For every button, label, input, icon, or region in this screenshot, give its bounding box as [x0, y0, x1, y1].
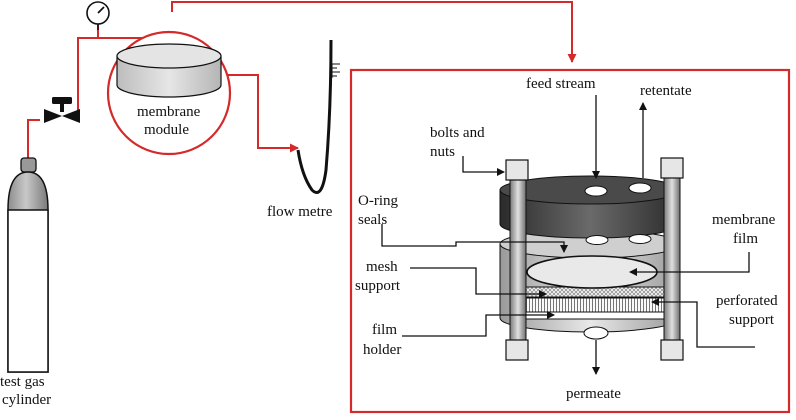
bolts-and-nuts-label-2: nuts [430, 144, 455, 160]
perforated-support-leader [651, 298, 755, 348]
valve-icon [44, 97, 80, 123]
o-ring-seal [585, 235, 609, 245]
bolts-and-nuts-label-1: bolts and [430, 125, 485, 141]
film-holder-leader [402, 311, 555, 337]
membrane-film-leader [629, 252, 750, 276]
test-gas-cylinder [7, 157, 49, 373]
permeate-port [583, 326, 609, 340]
permeate-label: permeate [566, 386, 621, 402]
flow-metre-label: flow metre [267, 204, 333, 220]
film-holder-label-1: film [372, 322, 397, 338]
membrane-film-label-2: film [733, 231, 758, 247]
bolts-leader [462, 156, 505, 176]
o-ring-seals-label-2: seals [358, 212, 387, 228]
membrane-film-label-1: membrane [712, 212, 776, 228]
feed-stream-label: feed stream [526, 76, 596, 92]
perforated-support-label-2: support [729, 312, 775, 328]
membrane-module-label-2: module [144, 122, 189, 138]
membrane-module-label-1: membrane [137, 104, 201, 120]
retentate-label: retentate [640, 83, 692, 99]
mesh-support-label-2: support [355, 278, 401, 294]
bolt-left [505, 159, 529, 361]
mesh-support-label-1: mesh [366, 259, 398, 275]
membrane-module [106, 30, 232, 156]
test-gas-cylinder-label-2: cylinder [2, 392, 51, 408]
test-gas-cylinder-label-1: test gas [0, 374, 45, 390]
film-holder-label-2: holder [363, 342, 401, 358]
o-ring-seals-label-1: O-ring [358, 193, 398, 209]
flow-metre [296, 39, 340, 194]
pressure-gauge-icon [86, 1, 110, 30]
mesh-support-leader [410, 267, 547, 298]
o-ring-seal [628, 234, 652, 244]
perforated-support-label-1: perforated [716, 293, 778, 309]
perforated-support [511, 297, 665, 313]
bolt-right [660, 157, 684, 361]
o-ring-leader [381, 224, 568, 253]
top-cap [499, 175, 681, 239]
